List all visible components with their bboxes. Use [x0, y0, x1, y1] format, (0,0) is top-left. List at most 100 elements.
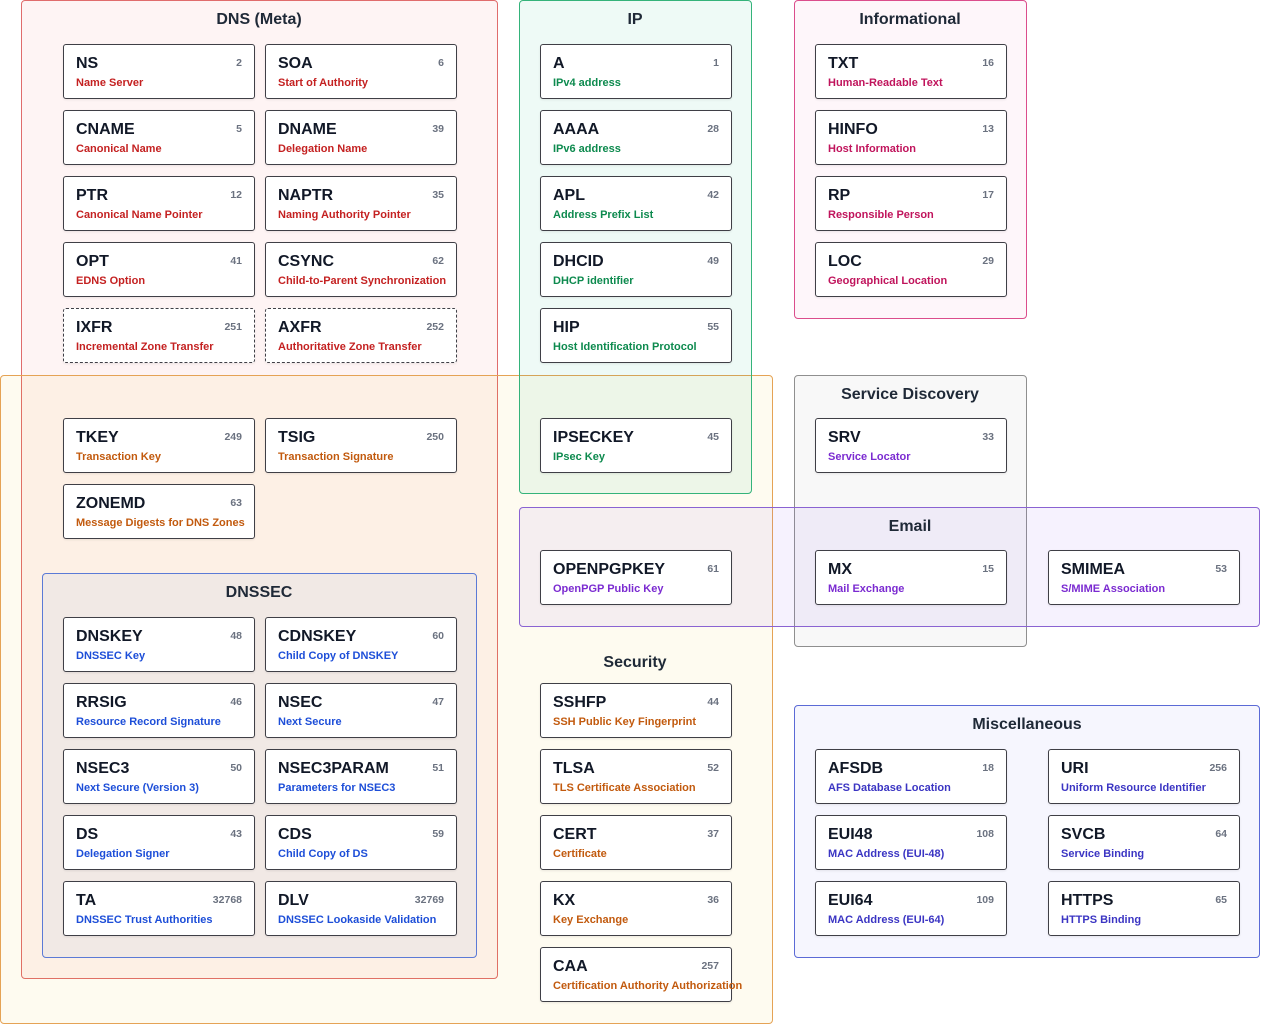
record-type-code: 250: [426, 431, 444, 443]
record-description: IPv6 address: [553, 143, 621, 155]
record-type-code: 48: [230, 630, 242, 642]
record-description: DNSSEC Trust Authorities: [76, 914, 213, 926]
record-name: TA: [76, 892, 97, 909]
record-name: CSYNC: [278, 253, 335, 270]
record-description: Parameters for NSEC3: [278, 782, 396, 794]
record-type-code: 43: [230, 828, 242, 840]
record-type-code: 55: [707, 321, 719, 333]
record-type-code: 32769: [414, 894, 444, 906]
record-name: DS: [76, 826, 99, 843]
record-name: AXFR: [278, 319, 322, 336]
record-type-code: 51: [432, 762, 444, 774]
record-type-code: 63: [230, 497, 242, 509]
record-type-code: 42: [707, 189, 719, 201]
record-description: SSH Public Key Fingerprint: [553, 716, 697, 728]
record-description: Transaction Key: [76, 451, 161, 463]
record-description: Name Server: [76, 77, 144, 89]
group-title-ip: IP: [627, 11, 643, 28]
record-description: Service Locator: [828, 451, 911, 463]
record-name: RRSIG: [76, 694, 127, 711]
record-name: RP: [828, 187, 851, 204]
record-description: Mail Exchange: [828, 583, 905, 595]
record-description: IPv4 address: [553, 77, 621, 89]
record-type-code: 13: [982, 123, 994, 135]
record-type-code: 41: [230, 255, 242, 267]
record-name: MX: [828, 561, 852, 578]
record-name: CDS: [278, 826, 312, 843]
record-description: Message Digests for DNS Zones: [76, 517, 245, 529]
record-type-code: 62: [432, 255, 444, 267]
record-card-mx: MX Mail Exchange 15: [815, 550, 1007, 605]
record-description: Child-to-Parent Synchronization: [278, 275, 447, 287]
record-type-code: 251: [224, 321, 242, 333]
record-name: CNAME: [76, 121, 135, 138]
record-type-code: 15: [982, 563, 994, 575]
record-name: URI: [1061, 760, 1089, 777]
record-name: CERT: [553, 826, 597, 843]
group-title-info: Informational: [859, 11, 961, 28]
record-description: EDNS Option: [76, 275, 146, 287]
record-description: Child Copy of DNSKEY: [278, 650, 399, 662]
group-title-email: Email: [888, 518, 932, 535]
record-type-code: 5: [236, 123, 242, 135]
record-description: Incremental Zone Transfer: [76, 341, 214, 353]
group-title-sec: Security: [603, 654, 667, 671]
record-description: MAC Address (EUI-64): [828, 914, 945, 926]
record-type-code: 52: [707, 762, 719, 774]
record-description: Resource Record Signature: [76, 716, 221, 728]
record-description: S/MIME Association: [1061, 583, 1166, 595]
record-card-ns: NS Name Server 2: [63, 44, 255, 99]
record-name: IPSECKEY: [553, 429, 634, 446]
group-title-sd: Service Discovery: [841, 386, 979, 403]
record-name: SVCB: [1061, 826, 1106, 843]
record-description: Uniform Resource Identifier: [1061, 782, 1206, 794]
record-description: Next Secure: [278, 716, 342, 728]
record-name: DHCID: [553, 253, 604, 270]
record-description: Child Copy of DS: [278, 848, 368, 860]
record-type-code: 249: [224, 431, 242, 443]
record-name: NS: [76, 55, 99, 72]
record-type-code: 108: [976, 828, 994, 840]
record-description: Service Binding: [1061, 848, 1145, 860]
record-name: SSHFP: [553, 694, 607, 711]
record-name: AAAA: [553, 121, 600, 138]
record-type-code: 44: [707, 696, 719, 708]
record-name: PTR: [76, 187, 108, 204]
record-type-code: 6: [438, 57, 444, 69]
record-name: HIP: [553, 319, 580, 336]
record-description: Human-Readable Text: [828, 77, 943, 89]
record-name: TKEY: [76, 429, 119, 446]
record-type-code: 60: [432, 630, 444, 642]
record-type-code: 53: [1215, 563, 1227, 575]
record-name: SRV: [828, 429, 861, 446]
record-card-tkey: TKEY Transaction Key 249: [63, 418, 255, 473]
record-name: KX: [553, 892, 576, 909]
record-description: AFS Database Location: [828, 782, 951, 794]
record-description: Address Prefix List: [553, 209, 654, 221]
record-name: EUI48: [828, 826, 873, 843]
group-title-dnssec: DNSSEC: [225, 584, 293, 601]
record-description: Canonical Name Pointer: [76, 209, 203, 221]
record-type-code: 61: [707, 563, 719, 575]
record-type-code: 2: [236, 57, 242, 69]
